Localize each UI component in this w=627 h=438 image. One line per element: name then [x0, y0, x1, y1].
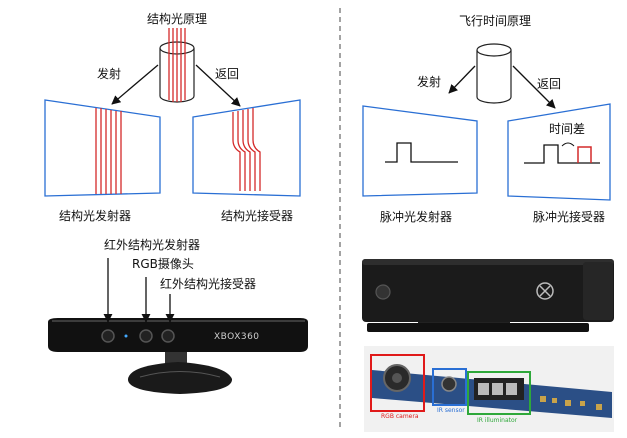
status-led [124, 334, 128, 338]
structured-light-emit-label: 发射 [97, 67, 122, 81]
structured-light-title: 结构光原理 [147, 12, 208, 26]
emit-arrow [111, 64, 159, 105]
structured-light-cylinder [159, 28, 195, 103]
kinect-one-body [362, 259, 614, 322]
kinect-one-device [362, 259, 614, 332]
ir-receiver-lens [161, 329, 175, 343]
structured-light-return-label: 返回 [215, 67, 240, 81]
ir-illuminator-box [467, 371, 531, 415]
structured-light-emitter-panel [44, 99, 161, 197]
kinect-one-lens [375, 284, 391, 300]
tof-emit-label: 发射 [417, 75, 442, 89]
return-arrow [195, 64, 241, 107]
board-ir-sensor-label: IR sensor [437, 407, 465, 414]
board-rgb-label: RGB camera [381, 413, 419, 420]
board-ir-sensor-icon [441, 376, 457, 392]
tof-emitter-caption: 脉冲光发射器 [380, 210, 453, 224]
ir-sensor-box [432, 368, 467, 406]
sensor-board-photo [364, 346, 614, 432]
kinect360-brand-text: XBOX360 [214, 332, 260, 342]
kinect360-base [127, 362, 233, 394]
xbox-logo-icon [536, 282, 554, 300]
tof-receiver-caption: 脉冲光接受器 [533, 210, 606, 224]
tof-return-arrow [512, 65, 556, 109]
tof-emit-arrow [448, 65, 476, 94]
tof-emitter-panel [362, 105, 478, 197]
rgb-camera-box [370, 354, 425, 412]
callout-ir-receiver: 红外结构光接受器 [160, 277, 257, 291]
ir-emitter-lens [101, 329, 115, 343]
structured-light-receiver-caption: 结构光接受器 [221, 209, 294, 223]
tof-receiver-panel [507, 103, 611, 201]
kinect360-body [48, 318, 308, 352]
callout-rgb-camera: RGB摄像头 [132, 257, 194, 271]
rgb-camera-lens [139, 329, 153, 343]
structured-light-emitter-caption: 结构光发射器 [59, 209, 132, 223]
structured-light-receiver-panel [192, 99, 301, 197]
tof-cylinder [476, 43, 512, 104]
board-ir-illuminator-label: IR illuminator [477, 417, 518, 424]
tof-time-diff-label: 时间差 [549, 122, 586, 136]
tof-return-label: 返回 [537, 77, 562, 91]
kinect-one-stand [367, 323, 589, 332]
kinect360-device [48, 318, 308, 394]
tof-title: 飞行时间原理 [459, 14, 532, 28]
callout-ir-emitter: 红外结构光发射器 [104, 238, 201, 252]
